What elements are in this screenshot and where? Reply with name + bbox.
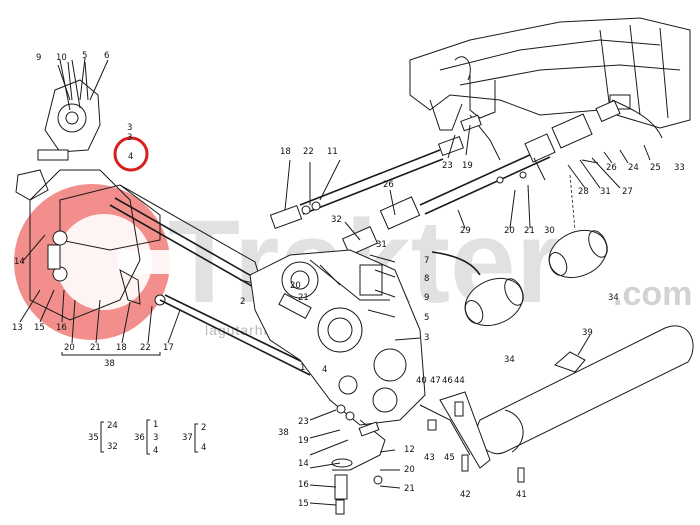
callout-13: 13 <box>12 323 23 333</box>
callout-14-left: 14 <box>14 257 25 267</box>
group-36-item-4: 4 <box>153 446 158 456</box>
callout-19-top: 19 <box>462 161 473 171</box>
callout-9-center: 9 <box>424 293 429 303</box>
group-37-item-4: 4 <box>201 443 206 453</box>
callout-23-lower: 23 <box>298 417 309 427</box>
drive-shaft-29-drawing <box>341 99 621 256</box>
callout-4-center: 4 <box>322 365 327 375</box>
callout-8: 8 <box>424 274 429 284</box>
callout-41: 41 <box>516 490 527 500</box>
callout-20-right: 20 <box>504 226 515 236</box>
shaft-cover-39-drawing <box>419 325 694 483</box>
callout-30: 30 <box>544 226 555 236</box>
callout-3-upper-left: 3 <box>127 123 132 133</box>
callout-31-right: 31 <box>600 187 611 197</box>
engine-block-drawing <box>409 17 691 139</box>
callout-21-right: 21 <box>524 226 535 236</box>
callout-27: 27 <box>622 187 633 197</box>
callout-labels: 9 10 5 6 14 13 15 16 20 21 18 22 17 38 1… <box>12 51 685 509</box>
callout-16-lower: 16 <box>298 480 309 490</box>
left-axle-housing-drawing <box>15 59 166 321</box>
callout-39: 39 <box>582 328 593 338</box>
callout-46: 46 <box>442 376 453 386</box>
group-35-item-24: 24 <box>107 421 118 431</box>
callout-1: 1 <box>300 363 305 373</box>
callout-16-left: 16 <box>56 323 67 333</box>
callout-40: 40 <box>416 376 427 386</box>
group-35-head: 35 <box>88 433 99 443</box>
callout-20-center: 20 <box>290 281 301 291</box>
callout-17: 17 <box>163 343 174 353</box>
callout-24: 24 <box>628 163 639 173</box>
group-37-item-2: 2 <box>201 423 206 433</box>
highlight-marker: 3 4 <box>113 133 149 172</box>
callout-9-left: 9 <box>36 53 41 63</box>
callout-31-center: 31 <box>376 240 387 250</box>
callout-34-lower: 34 <box>504 355 515 365</box>
callout-34-upper: 34 <box>608 293 619 303</box>
callout-15-left: 15 <box>34 323 45 333</box>
group-36-item-1: 1 <box>153 420 158 430</box>
callout-28: 28 <box>578 187 589 197</box>
highlight-circle <box>113 136 149 172</box>
drive-shaft-11-drawing <box>269 135 465 230</box>
callout-11: 11 <box>327 147 338 157</box>
lower-linkage-drawing <box>331 404 386 515</box>
callout-44: 44 <box>454 376 465 386</box>
callout-22-top: 22 <box>303 147 314 157</box>
callout-33: 33 <box>674 163 685 173</box>
callout-10: 10 <box>56 53 67 63</box>
callout-22-left: 22 <box>140 343 151 353</box>
callout-5-center: 5 <box>424 313 429 323</box>
front-axle-gearbox-drawing <box>249 249 426 426</box>
group-36-item-3: 3 <box>153 433 158 443</box>
callout-3-center: 3 <box>424 333 429 343</box>
callout-14-lower: 14 <box>298 459 309 469</box>
group-37-head: 37 <box>182 433 193 443</box>
callout-38-lower: 38 <box>278 428 289 438</box>
callout-47: 47 <box>430 376 441 386</box>
callout-42: 42 <box>460 490 471 500</box>
group-36-head: 36 <box>134 433 145 443</box>
callout-6: 6 <box>104 51 109 61</box>
callout-25: 25 <box>650 163 661 173</box>
callout-26-right: 26 <box>606 163 617 173</box>
watermark-domain: .com <box>613 275 692 313</box>
callout-29: 29 <box>460 226 471 236</box>
highlight-label: 4 <box>128 152 133 162</box>
group-35-item-32: 32 <box>107 442 118 452</box>
callout-20-lower: 20 <box>404 465 415 475</box>
callout-38-left: 38 <box>104 359 115 369</box>
callout-18-left: 18 <box>116 343 127 353</box>
callout-43: 43 <box>424 453 435 463</box>
callout-32-center: 32 <box>331 215 342 225</box>
callout-15-lower: 15 <box>298 499 309 509</box>
callout-19-lower: 19 <box>298 436 309 446</box>
watermark-logo-hole <box>56 214 152 310</box>
callout-21-left: 21 <box>90 343 101 353</box>
callout-21-lower: 21 <box>404 484 415 494</box>
callout-26-center: 26 <box>383 180 394 190</box>
callout-2: 2 <box>240 297 245 307</box>
callout-18-top: 18 <box>280 147 291 157</box>
callout-21-center: 21 <box>298 293 309 303</box>
callout-45: 45 <box>444 453 455 463</box>
callout-7: 7 <box>424 256 429 266</box>
callout-12: 12 <box>404 445 415 455</box>
callout-20-left: 20 <box>64 343 75 353</box>
group-references: 35 24 32 36 1 3 4 37 2 4 <box>88 419 206 456</box>
callout-5-left: 5 <box>82 51 87 61</box>
callout-23-top: 23 <box>442 161 453 171</box>
leader-lines <box>19 57 651 506</box>
shaft-boot-34-drawing <box>431 174 608 327</box>
highlight-top-label: 3 <box>127 133 132 143</box>
